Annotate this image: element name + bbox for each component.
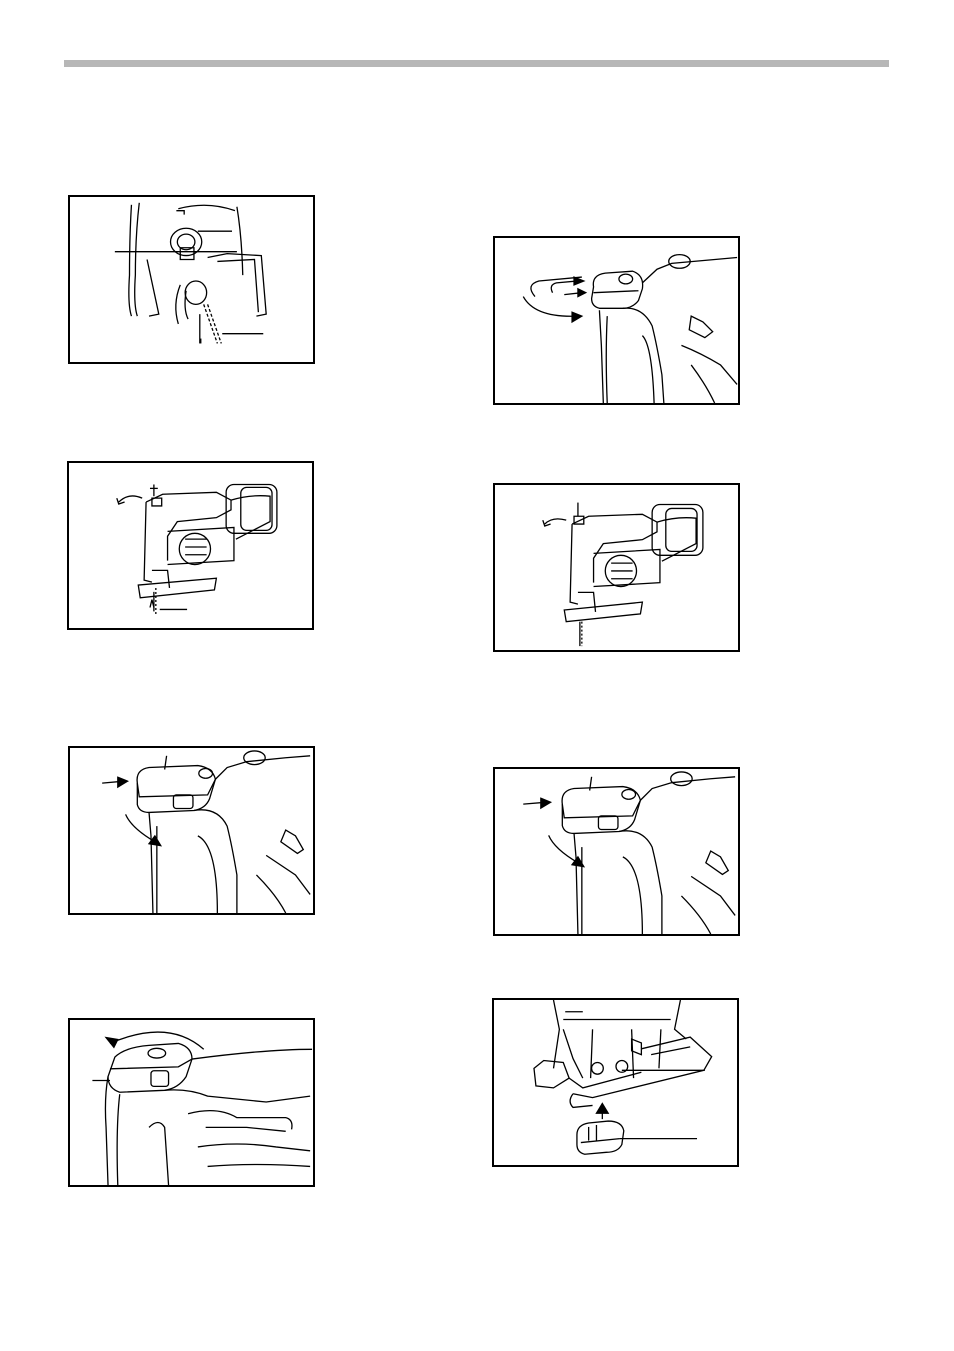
header-rule	[64, 60, 889, 67]
lever-swing-drawing	[495, 238, 738, 403]
blade-clamp-drawing	[70, 197, 313, 362]
figure-lever-push-down-return	[493, 767, 740, 936]
lever-rotate-back-drawing	[70, 1020, 313, 1185]
figure-jigsaw-release	[67, 461, 314, 630]
figure-jigsaw-installed	[493, 483, 740, 652]
figure-lever-push-down	[68, 746, 315, 915]
figure-base-cover	[492, 998, 739, 1167]
figure-blade-clamp	[68, 195, 315, 364]
jigsaw-release-drawing	[69, 463, 312, 628]
figure-lever-swing	[493, 236, 740, 405]
figure-lever-rotate-back	[68, 1018, 315, 1187]
jigsaw-installed-drawing	[495, 485, 738, 650]
lever-push-down-drawing	[70, 748, 313, 913]
base-cover-drawing	[494, 1000, 737, 1165]
lever-push-down-return-drawing	[495, 769, 738, 934]
